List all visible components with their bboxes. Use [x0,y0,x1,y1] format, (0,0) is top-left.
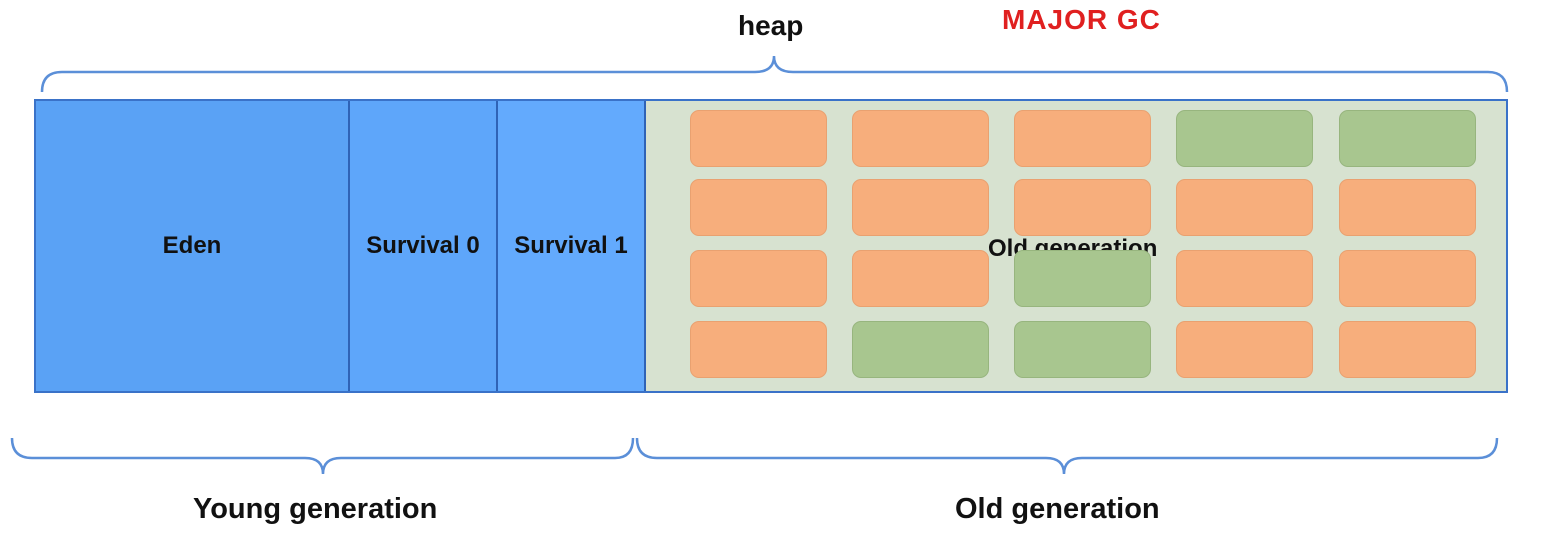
heap-brace [40,55,1509,93]
heap-title: heap [738,10,804,41]
survival-1-region: Survival 1 [498,101,646,391]
old-gen-block-live [852,250,989,307]
old-generation-brace [635,437,1499,475]
old-gen-block-dead [1014,250,1151,307]
young-generation-label: Young generation [193,493,438,525]
survival-1-label: Survival 1 [514,232,628,259]
old-gen-block-live [1339,179,1476,236]
old-gen-block-live [1014,110,1151,167]
old-gen-block-live [1176,179,1313,236]
old-gen-block-live [1014,179,1151,236]
eden-label: Eden [162,232,222,259]
old-gen-block-live [852,110,989,167]
survival-0-label: Survival 0 [366,232,480,259]
survival-0-region: Survival 0 [350,101,498,391]
eden-region: Eden [36,101,350,391]
old-generation-label: Old generation [955,493,1160,525]
old-gen-block-dead [852,321,989,378]
young-generation-brace [10,437,635,475]
old-gen-block-dead [1014,321,1151,378]
old-gen-block-live [1176,250,1313,307]
old-gen-block-live [690,250,827,307]
old-gen-block-dead [1339,110,1476,167]
old-gen-block-live [690,179,827,236]
old-gen-block-live [852,179,989,236]
old-gen-block-live [1339,250,1476,307]
old-gen-block-live [1176,321,1313,378]
old-gen-block-live [690,321,827,378]
major-gc-title: MAJOR GC [1002,4,1161,35]
old-gen-block-live [690,110,827,167]
old-gen-block-live [1339,321,1476,378]
old-gen-block-dead [1176,110,1313,167]
